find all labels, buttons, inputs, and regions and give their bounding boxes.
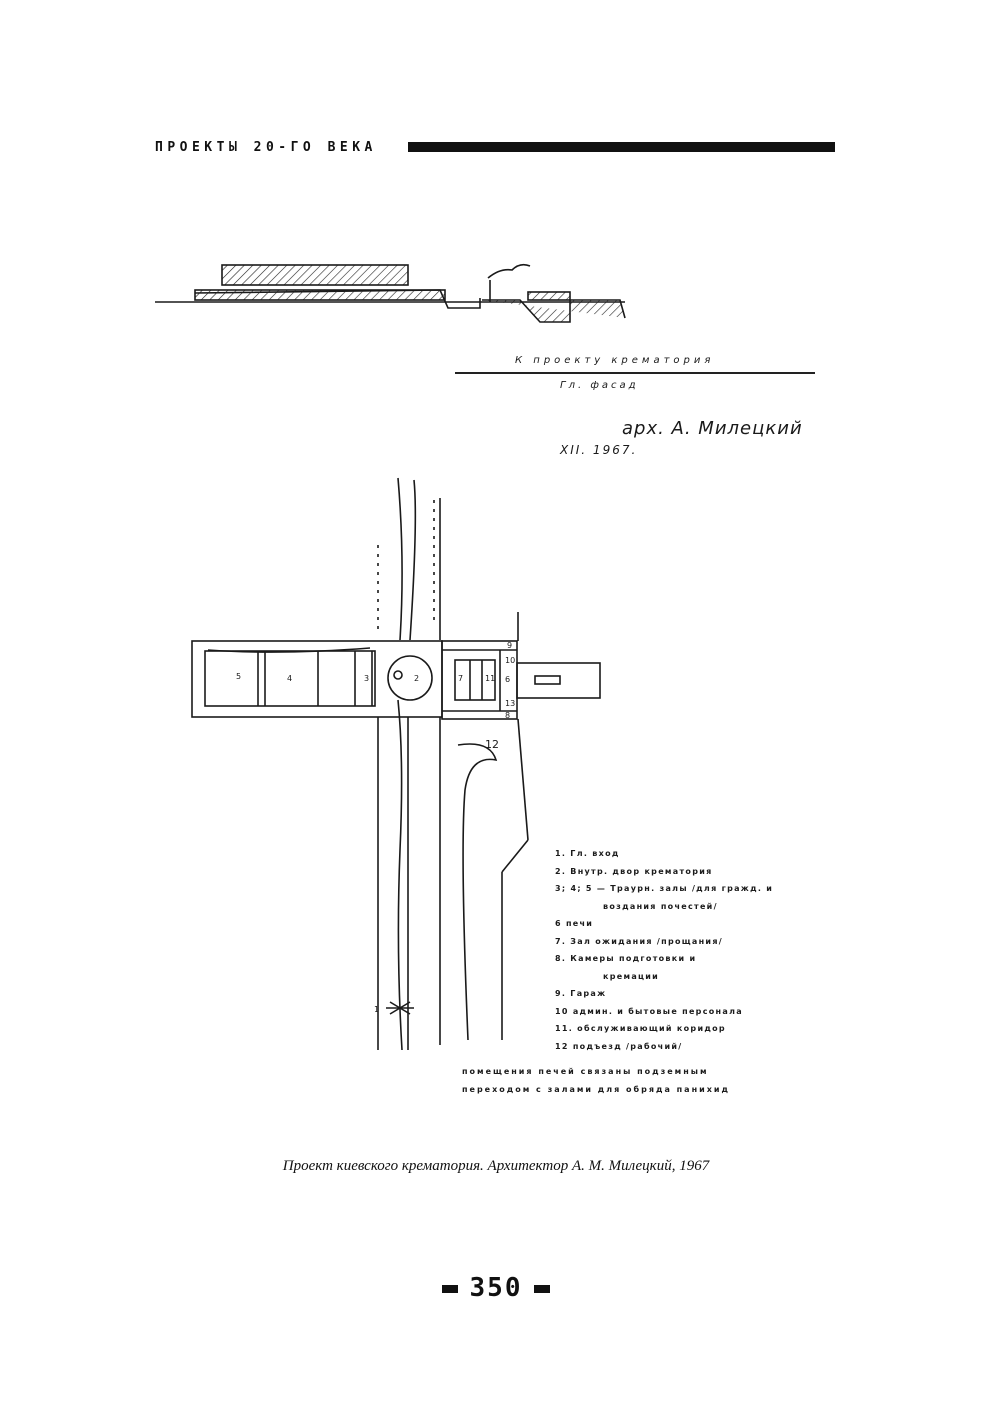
legend-item: 7. Зал ожидания /прощания/ [555,936,723,946]
plan-label-11: 11 [485,674,495,683]
plan-label-13: 13 [505,699,515,708]
plan-label-4: 4 [287,674,292,683]
plan-label-9: 9 [507,641,512,650]
plan-note-line: переходом с залами для обряда панихид [462,1085,730,1094]
legend-item: 6 печи [555,919,594,928]
section-header: ПРОЕКТЫ 20-ГО ВЕКА [155,140,377,155]
architect-signature: арх. А. Милецкий [622,418,803,439]
legend-item: 3; 4; 5 — Траурн. залы /для гражд. и [555,884,774,893]
page-number: 350 [469,1273,523,1303]
elevation-sketch [155,263,626,323]
drawing-subtitle: Гл. фасад [560,380,639,391]
plan-label-3: 3 [364,674,369,683]
legend-item: 9. Гараж [555,989,607,998]
page-number-bar-right [534,1284,551,1293]
plan-label-2: 2 [414,674,419,683]
drawing-date: XII. 1967. [560,443,638,457]
plan-label-7: 7 [458,674,463,683]
plan-label-1: 1 [374,1005,379,1014]
plan-legend: 1. Гл. вход 2. Внутр. двор крематория 3;… [555,845,845,1055]
plan-note-line: помещения печей связаны подземным [462,1067,709,1076]
plan-label-6: 6 [505,675,510,684]
legend-item: кремации [603,971,660,981]
legend-item: 2. Внутр. двор крематория [555,866,713,876]
title-underline [455,372,815,374]
header-bar [408,142,835,152]
legend-item: 10 админ. и бытовые персонала [555,1006,743,1016]
legend-item: 1. Гл. вход [555,849,620,858]
plan-label-12: 12 [485,738,499,751]
plan-label-10: 10 [505,656,515,665]
plan-label-5: 5 [236,672,241,681]
floor-plan-sketch [191,477,601,1051]
plan-label-8: 8 [505,711,510,720]
legend-item: 12 подъезд /рабочий/ [555,1041,683,1051]
legend-item: воздания почестей/ [603,901,718,911]
drawing-title: К проекту крематория [515,355,715,366]
page-number-block: 350 [0,1273,992,1303]
page-number-bar-left [441,1284,458,1293]
figure-caption: Проект киевского крематория. Архитектор … [282,1158,710,1174]
legend-item: 11. обслуживающий коридор [555,1024,726,1033]
legend-item: 8. Камеры подготовки и [555,954,697,963]
